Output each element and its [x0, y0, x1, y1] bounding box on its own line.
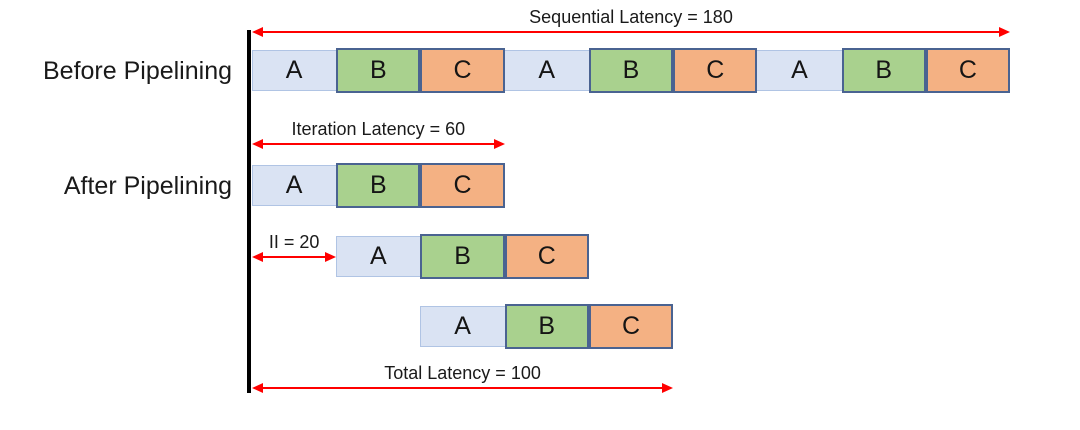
stage-block-b [588, 48, 674, 93]
arrowhead-left-icon [252, 383, 263, 393]
arrow-line [254, 256, 335, 258]
stage-label: A [285, 171, 303, 199]
stage-block-c [420, 163, 505, 208]
arrowhead-left-icon [252, 252, 263, 262]
stage-block-b [336, 48, 421, 93]
stage-block-b [420, 234, 505, 279]
stage-label: C [453, 171, 472, 199]
stage-label: A [285, 56, 303, 84]
after-pipelining-label: After Pipelining [63, 172, 232, 200]
arrow-line [254, 387, 672, 389]
stage-label: C [453, 56, 472, 84]
iteration-latency-arrow [252, 138, 505, 150]
stage-block-c [504, 234, 589, 279]
stage-label: B [875, 56, 892, 84]
stage-block-b [504, 304, 589, 349]
stage-block-c [420, 48, 505, 93]
arrowhead-right-icon [493, 139, 505, 149]
stage-label: B [622, 56, 640, 84]
stage-label: A [454, 312, 471, 340]
initiation-interval-arrow [252, 251, 337, 263]
stage-label: C [621, 312, 641, 340]
arrowhead-right-icon [662, 383, 674, 393]
after-pipelining-row-2: A B C [336, 234, 589, 279]
stage-block-c [925, 48, 1010, 93]
stage-label: B [454, 242, 471, 270]
stage-label: C [537, 242, 556, 270]
arrowhead-right-icon [999, 27, 1010, 37]
stage-block-b [841, 48, 926, 93]
stage-label: B [538, 312, 556, 340]
stage-label: A [369, 242, 387, 270]
stage-label: A [791, 56, 808, 84]
total-latency-arrow [252, 382, 674, 394]
stage-block-b [336, 163, 421, 208]
stage-label: A [538, 56, 556, 84]
arrowhead-right-icon [325, 252, 337, 262]
total-latency-label: Total Latency = 100 [384, 363, 541, 383]
before-pipelining-label: Before Pipelining [42, 57, 232, 85]
stage-label: C [706, 56, 725, 84]
arrowhead-left-icon [252, 27, 263, 37]
sequential-latency-label: Sequential Latency = 180 [529, 7, 733, 27]
arrowhead-left-icon [252, 139, 263, 149]
stage-label: B [369, 56, 387, 84]
stage-label: C [958, 56, 977, 84]
initiation-interval-label: II = 20 [268, 232, 320, 252]
arrow-line [254, 31, 1008, 33]
stage-block-c [673, 48, 758, 93]
stage-label: B [369, 171, 387, 199]
iteration-latency-label: Iteration Latency = 60 [291, 119, 466, 139]
arrow-line [254, 143, 503, 145]
sequential-latency-arrow [252, 26, 1010, 38]
after-pipelining-row-1: A B C [252, 163, 505, 208]
stage-block-c [588, 304, 674, 349]
after-pipelining-row-3: A B C [420, 304, 674, 349]
time-axis-line [247, 30, 251, 393]
